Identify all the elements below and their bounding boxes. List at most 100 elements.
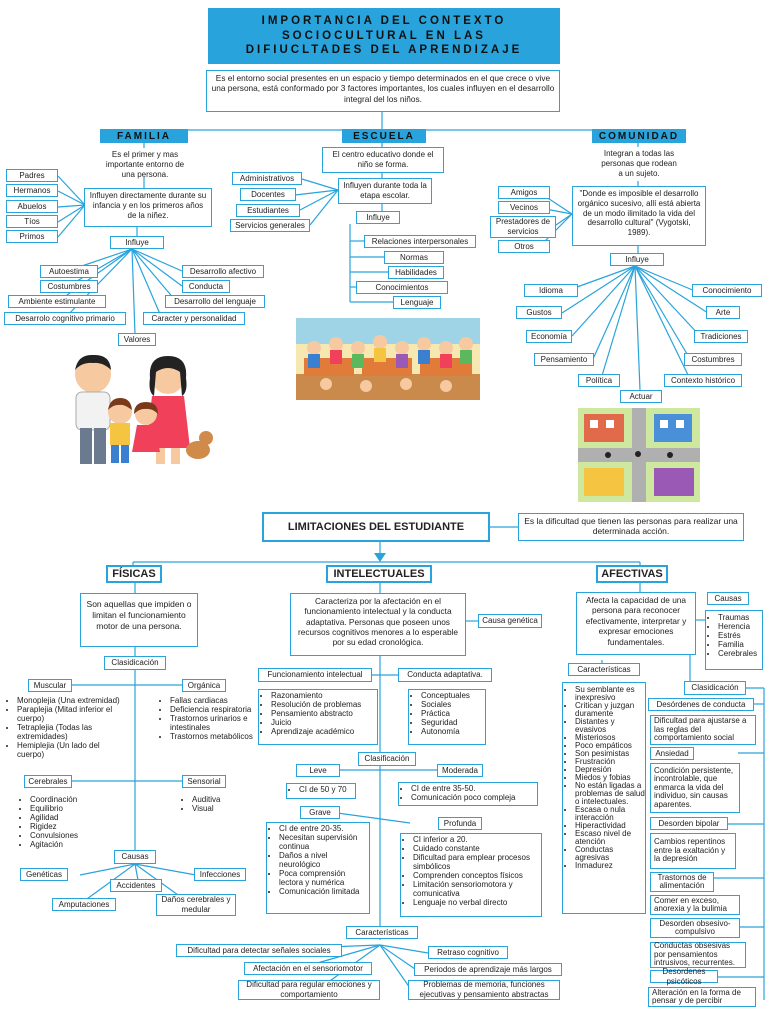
list-item: Cuidado constante (413, 844, 541, 854)
list-item: Herencia (718, 622, 762, 632)
list-item: Coordinación (30, 795, 118, 805)
intelectuales-clasificacion: Clasificación (358, 752, 416, 766)
caracteristica-item: Dificultad para detectar señales sociale… (176, 944, 342, 957)
grave-label: Grave (300, 806, 340, 819)
list-item: Fallas cardiacas (170, 696, 258, 706)
list-item: Poca comprensión lectora y numérica (279, 869, 369, 888)
organica-list: Fallas cardiacas Deficiencia respiratori… (158, 696, 258, 742)
page-title: IMPORTANCIA DEL CONTEXTO SOCIOCULTURAL E… (208, 8, 560, 64)
community-illustration (578, 408, 700, 502)
escuela-item: Normas (384, 251, 444, 264)
caracteristica-item: Retraso cognitivo (428, 946, 508, 959)
comunidad-header: COMUNIDAD (592, 129, 686, 143)
comunidad-quote: "Donde es imposible el desarrollo orgáni… (572, 186, 706, 246)
clasificacion-item: Comer en exceso, anorexia y la bulimia (650, 895, 740, 915)
list-item: CI de entre 35-50. (411, 784, 537, 794)
causas-item: Accidentes (110, 879, 162, 892)
afectivas-header: AFECTIVAS (596, 565, 668, 583)
causas-item: Amputaciones (52, 898, 116, 911)
list-item: Aprendizaje académico (271, 727, 377, 737)
familia-item: Conducta (182, 280, 230, 293)
limitaciones-title: LIMITACIONES DEL ESTUDIANTE (262, 512, 490, 542)
intelectuales-definition: Caracteriza por la afectación en el func… (290, 593, 466, 656)
list-item: Sociales (421, 700, 485, 710)
list-item: Juicio (271, 718, 377, 728)
list-item: Comunicación limitada (279, 887, 369, 897)
list-item: Escasa o nula interacción (575, 806, 645, 822)
comunidad-item: Contexto histórico (664, 374, 742, 387)
leve-list: CI de 50 y 70 (286, 783, 356, 799)
comunidad-member: Otros (498, 240, 550, 253)
sensorial-list: Auditiva Visual (180, 795, 250, 814)
list-item: Práctica (421, 709, 485, 719)
list-item: Comunicación poco compleja (411, 793, 537, 803)
list-item: Razonamiento (271, 691, 377, 701)
clasificacion-item: Desórdenes de conducta (648, 698, 754, 711)
familia-item: Ambiente estimulante (8, 295, 106, 308)
clasificacion-item: Condición persistente, incontrolable, qu… (650, 763, 740, 813)
comunidad-item: Gustos (516, 306, 562, 319)
fisicas-cerebrales: Cerebrales (24, 775, 72, 788)
familia-member: Abuelos (6, 200, 58, 213)
funcionamiento-list: Razonamiento Resolución de problemas Pen… (258, 689, 378, 745)
comunidad-item: Política (578, 374, 620, 387)
list-item: Son pesimistas (575, 750, 645, 758)
familia-item: Desarrolo cognitivo primario (4, 312, 126, 325)
fisicas-clasificacion: Clasidicación (104, 656, 166, 670)
list-item: Miedos y fobias (575, 774, 645, 782)
intelectuales-header: INTELECTUALES (326, 565, 432, 583)
cerebrales-list: Coordinación Equilibrio Agilidad Rigidez… (18, 795, 118, 850)
list-item: Familia (718, 640, 762, 650)
comunidad-influye: Influye (610, 253, 664, 266)
familia-item: Desarrollo del lenguaje (165, 295, 265, 308)
moderada-label: Moderada (437, 764, 483, 777)
clasificacion-item: Ansiedad (650, 747, 694, 760)
list-item: Poco empáticos (575, 742, 645, 750)
escuela-member: Servicios generales (230, 219, 310, 232)
fisicas-muscular: Muscular (28, 679, 72, 692)
list-item: Agitación (30, 840, 118, 850)
comunidad-item: Conocimiento (692, 284, 762, 297)
muscular-list: Monoplejia (Una extremidad) Paraplejia (… (5, 696, 125, 760)
escuela-item: Conocimientos (356, 281, 448, 294)
list-item: Cerebrales (718, 649, 762, 659)
list-item: Critican y juzgan duramente (575, 702, 645, 718)
family-illustration (58, 352, 216, 470)
funcionamiento-intelectual: Funcionamiento intelectual (258, 668, 372, 682)
clasificacion-item: Trastornos de alimentación (650, 872, 714, 892)
familia-item: Desarrollo afectivo (182, 265, 264, 278)
caracteristica-item: Dificultad para regular emociones y comp… (238, 980, 380, 1000)
afectivas-causas: Causas (707, 592, 749, 605)
familia-member: Tíos (6, 215, 58, 228)
causas-item: Infecciones (194, 868, 246, 881)
profunda-label: Profunda (438, 817, 482, 830)
conducta-list: Conceptuales Sociales Práctica Seguridad… (408, 689, 486, 745)
escuela-influye: Influye (356, 211, 400, 224)
list-item: Misteriosos (575, 734, 645, 742)
list-item: Pensamiento abstracto (271, 709, 377, 719)
familia-member: Primos (6, 230, 58, 243)
list-item: Necesitan supervisión continua (279, 833, 369, 852)
escuela-item: Relaciones interpersonales (364, 235, 476, 248)
fisicas-causas: Causas (114, 850, 156, 864)
list-item: Tetraplejia (Todas las extremidades) (17, 723, 125, 742)
comunidad-item: Pensamiento (534, 353, 594, 366)
afectivas-clasificacion: Clasidicación (684, 681, 746, 695)
list-item: Trastornos metabólicos (170, 732, 258, 742)
clasificacion-item: Alteración en la forma de pensar y de pe… (648, 987, 756, 1007)
list-item: Autonomía (421, 727, 485, 737)
familia-item: Autoestima (40, 265, 98, 278)
list-item: Daños a nivel neurológico (279, 851, 369, 870)
list-item: Depresión (575, 766, 645, 774)
fisicas-definition: Son aquellas que impiden o limitan el fu… (80, 593, 198, 647)
list-item: Agilidad (30, 813, 118, 823)
afectivas-causas-list: Traumas Herencia Estrés Familia Cerebral… (705, 610, 763, 670)
familia-influyen: Influyen directamente durante su infanci… (84, 188, 212, 227)
list-item: CI de 50 y 70 (299, 785, 355, 795)
familia-item: Caracter y personalidad (143, 312, 245, 325)
escuela-member: Administrativos (232, 172, 302, 185)
list-item: Equilibrio (30, 804, 118, 814)
profunda-list: CI inferior a 20. Cuidado constante Difi… (400, 833, 542, 917)
caracteristica-item: Periodos de aprendizaje más largos (414, 963, 562, 976)
familia-influye: Influye (110, 236, 164, 249)
